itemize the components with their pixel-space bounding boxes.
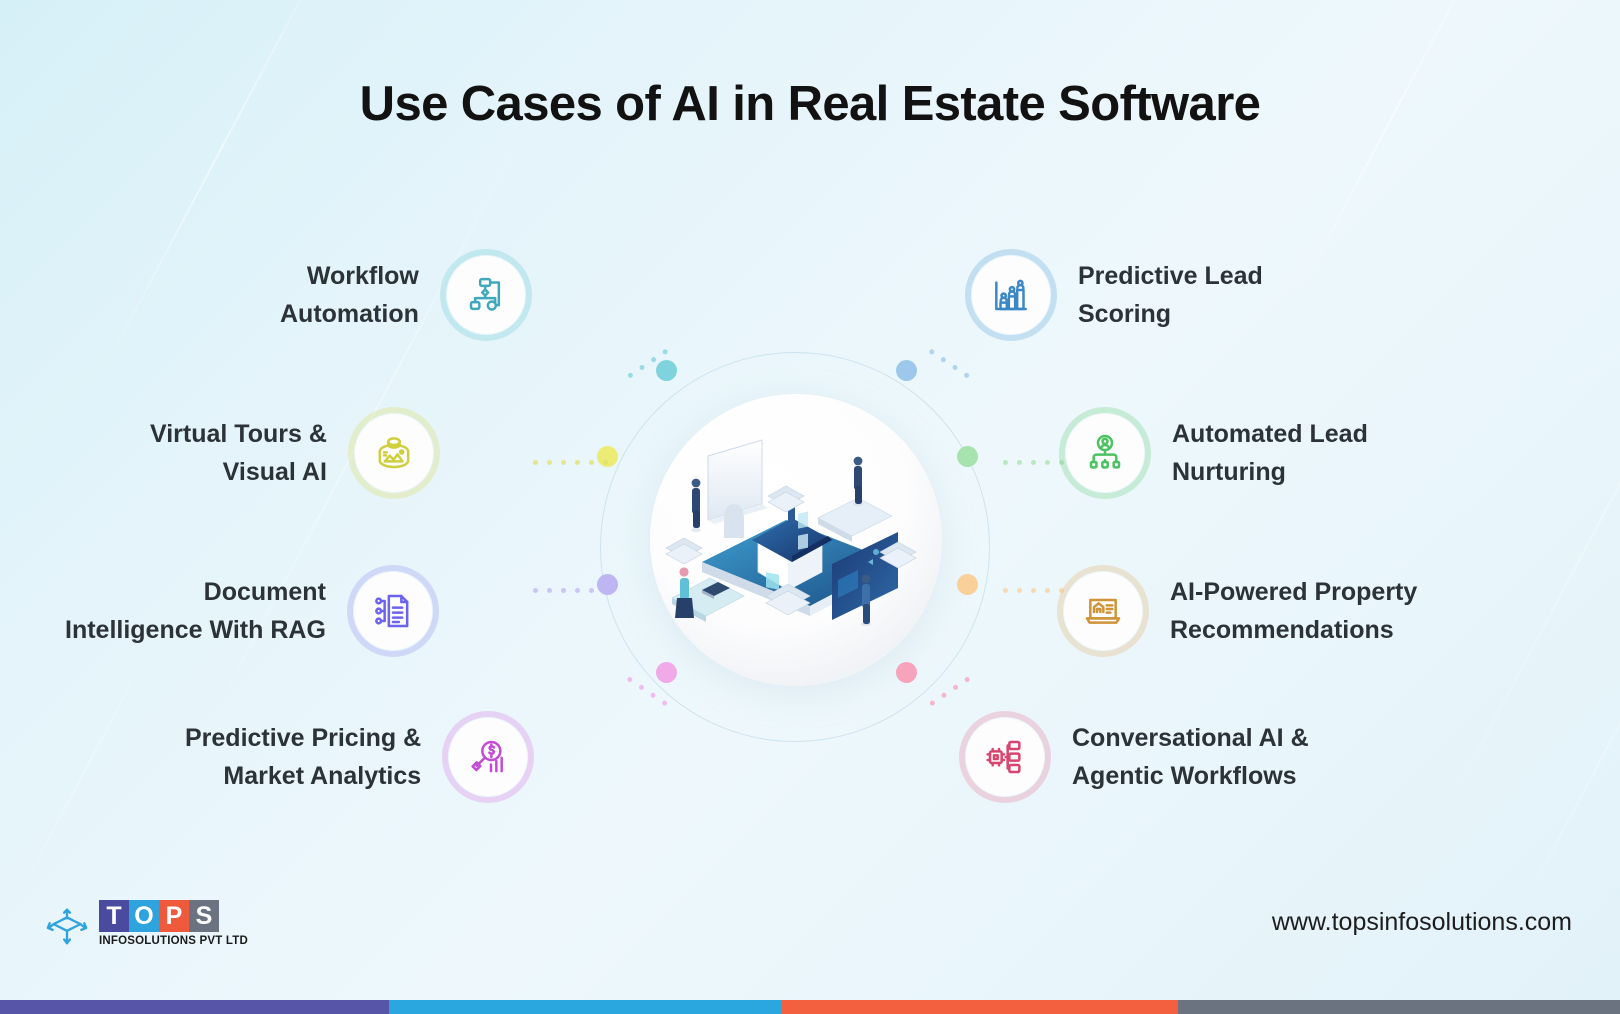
- orbit-node-automated-lead-nurturing: [957, 446, 978, 467]
- website-url[interactable]: www.topsinfosolutions.com: [1271, 908, 1572, 936]
- orbit-node-virtual-tours: [597, 446, 618, 467]
- cube-arrows-icon: [44, 904, 90, 950]
- footer-color-bar: [0, 1000, 1620, 1014]
- document-rag-icon[interactable]: [346, 565, 439, 657]
- logo-tagline: INFOSOLUTIONS PVT LTD: [99, 935, 249, 947]
- use-case-predictive-lead-scoring[interactable]: Predictive Lead Scoring: [965, 249, 1263, 341]
- use-case-label: Workflow Automation: [280, 261, 419, 329]
- use-case-label: Document Intelligence With RAG: [65, 577, 326, 645]
- lead-nurturing-icon[interactable]: [1059, 407, 1151, 499]
- use-case-workflow-automation[interactable]: Workflow Automation: [280, 249, 532, 341]
- logo-letter-s: S: [189, 900, 219, 932]
- use-case-label: Virtual Tours & Visual AI: [150, 419, 327, 487]
- use-case-ai-property-recommendations[interactable]: AI-Powered Property Recommendations: [1057, 565, 1418, 657]
- bar-segment-1: [0, 1000, 389, 1014]
- use-case-conversational-ai[interactable]: Conversational AI & Agentic Workflows: [959, 711, 1309, 803]
- use-case-label: Predictive Pricing & Market Analytics: [185, 723, 422, 791]
- orbit-node-conversational-ai: [896, 662, 917, 683]
- bar-segment-4: [1177, 1000, 1620, 1014]
- laptop-house-icon[interactable]: [1057, 565, 1149, 657]
- lead-scoring-chart-icon[interactable]: [965, 249, 1057, 341]
- connector-virtual-tours: [533, 458, 608, 466]
- orbit-node-workflow-automation: [656, 360, 677, 381]
- connector-document-intelligence: [533, 586, 608, 594]
- isometric-real-estate-ai-illustration: [662, 412, 930, 662]
- orbit-node-ai-property-recommendations: [957, 574, 978, 595]
- use-case-automated-lead-nurturing[interactable]: Automated Lead Nurturing: [1059, 407, 1368, 499]
- logo-wordmark: T O P S INFOSOLUTIONS PVT LTD: [99, 900, 248, 947]
- center-hub: [597, 352, 990, 742]
- logo-letter-p: P: [159, 900, 189, 932]
- page-title: Use Cases of AI in Real Estate Software: [359, 77, 1261, 131]
- orbit-node-document-intelligence: [597, 574, 618, 595]
- bar-segment-3: [780, 1000, 1178, 1014]
- orbit-node-predictive-pricing: [656, 662, 677, 683]
- orbit-ring: [600, 352, 990, 742]
- vr-panorama-icon[interactable]: [347, 407, 440, 499]
- company-logo[interactable]: T O P S INFOSOLUTIONS PVT LTD: [44, 900, 248, 950]
- orbit-node-predictive-lead-scoring: [896, 360, 917, 381]
- logo-letters: T O P S: [99, 900, 248, 932]
- use-case-label: Automated Lead Nurturing: [1172, 419, 1368, 487]
- price-analytics-icon[interactable]: [442, 711, 535, 803]
- logo-letter-o: O: [129, 900, 159, 932]
- use-case-document-intelligence[interactable]: Document Intelligence With RAG: [65, 565, 439, 657]
- use-case-predictive-pricing[interactable]: Predictive Pricing & Market Analytics: [185, 711, 535, 803]
- use-case-label: AI-Powered Property Recommendations: [1170, 577, 1418, 645]
- use-case-label: Conversational AI & Agentic Workflows: [1072, 723, 1309, 791]
- use-case-virtual-tours[interactable]: Virtual Tours & Visual AI: [150, 407, 440, 499]
- use-case-label: Predictive Lead Scoring: [1078, 261, 1263, 329]
- logo-letter-t: T: [99, 900, 129, 932]
- workflow-automation-icon[interactable]: [439, 249, 532, 341]
- bar-segment-2: [388, 1000, 781, 1014]
- chip-network-icon[interactable]: [959, 711, 1051, 803]
